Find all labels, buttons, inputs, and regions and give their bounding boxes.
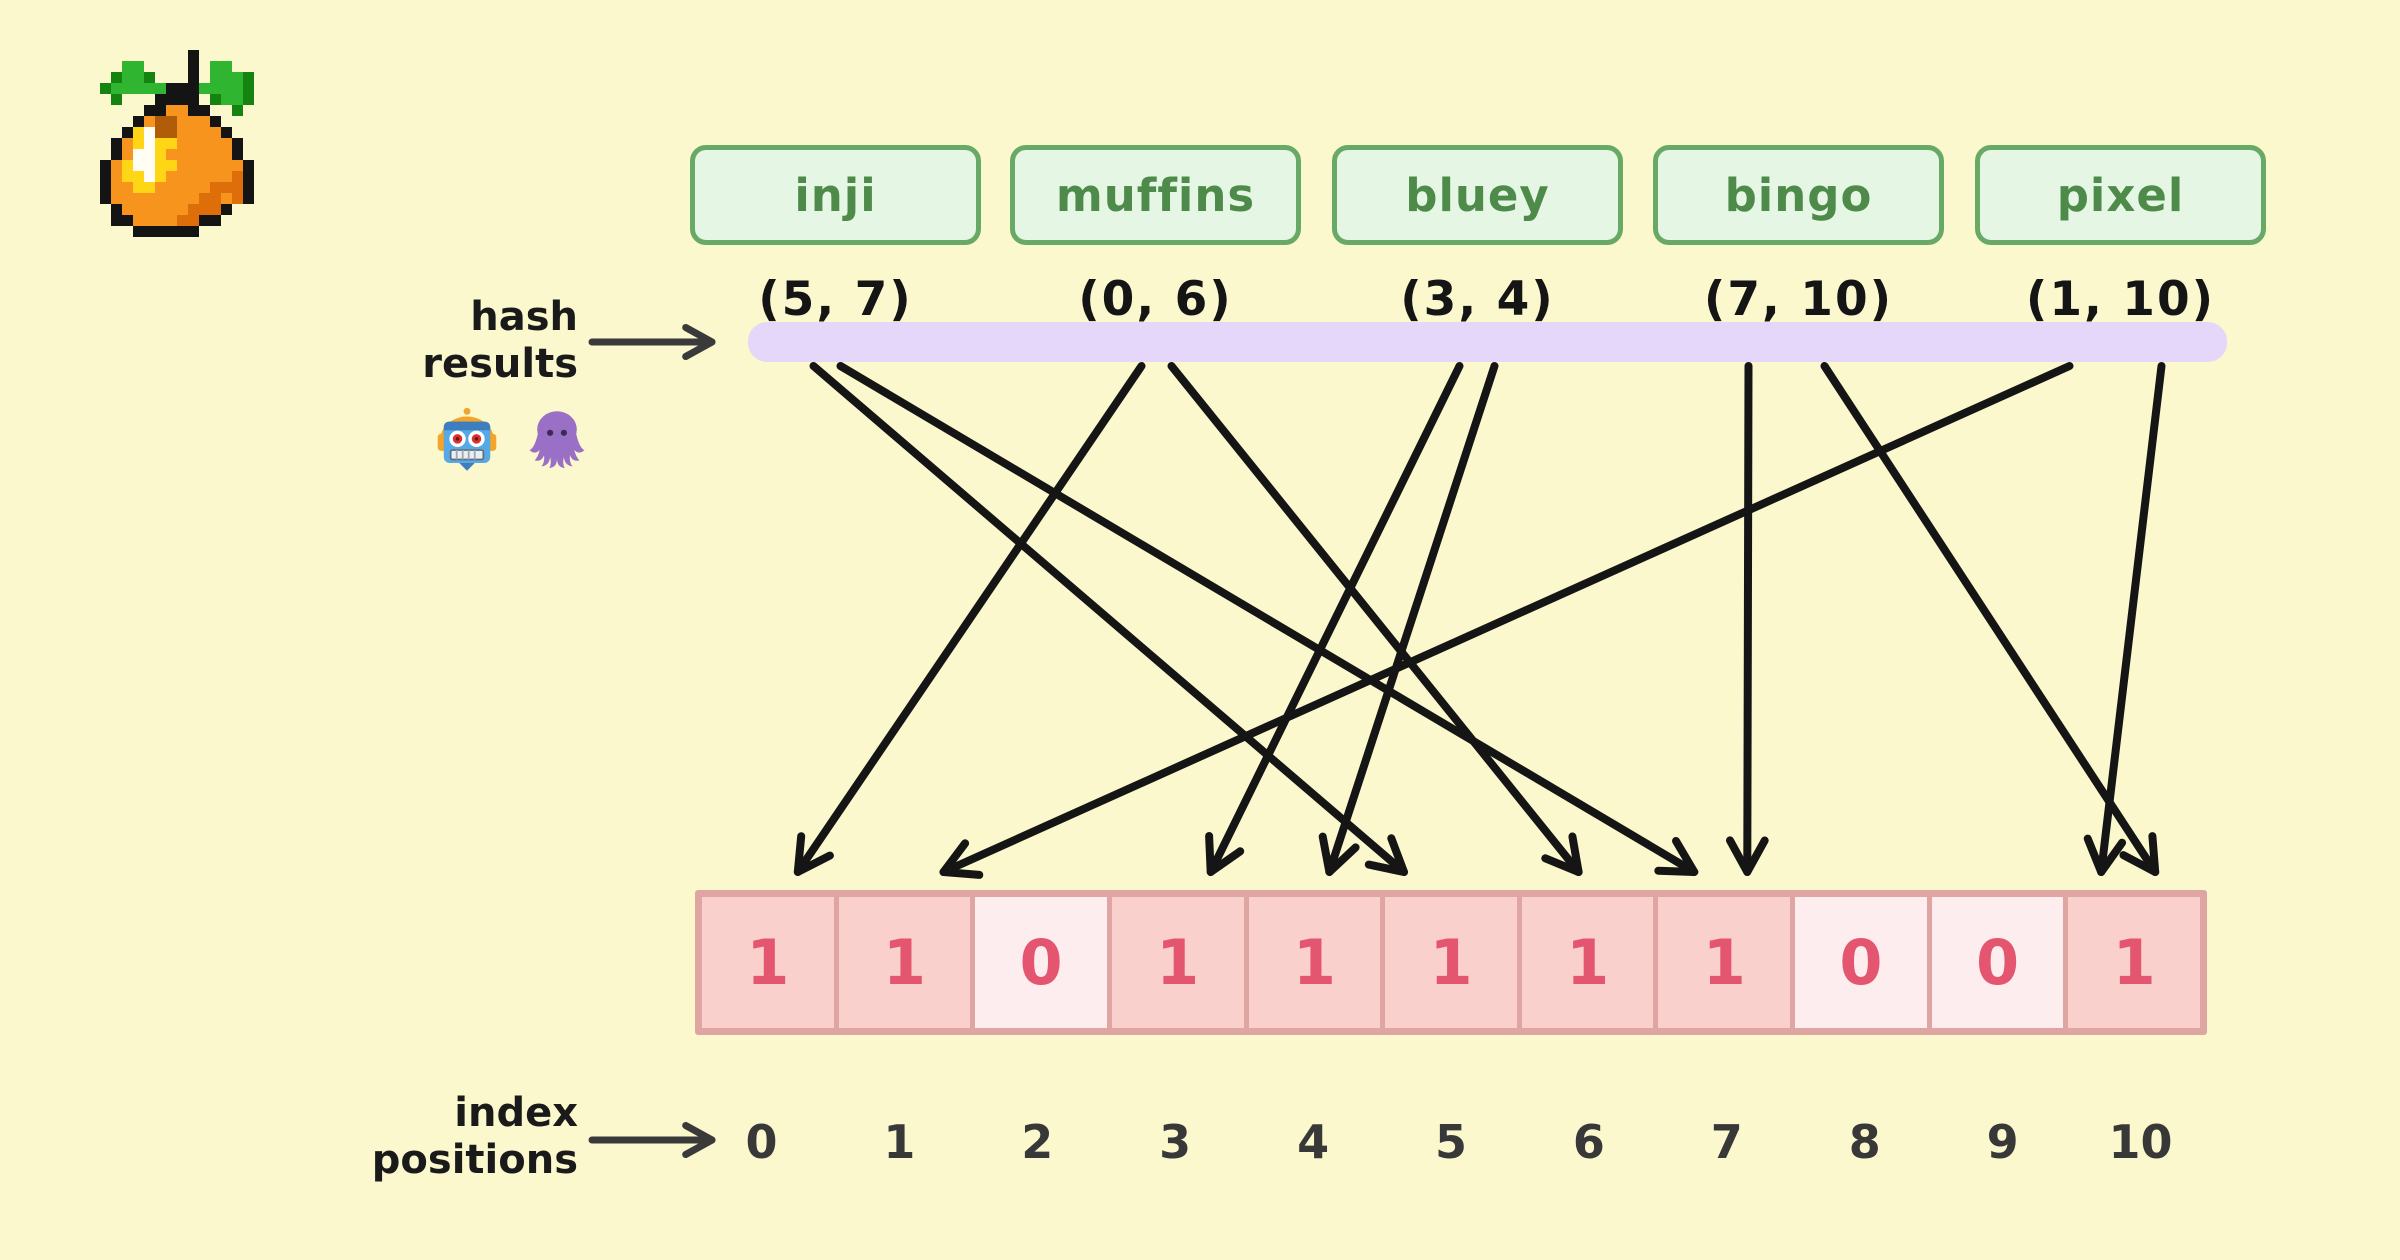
word-label: bingo bbox=[1724, 168, 1873, 222]
index-positions-label-line2: positions bbox=[371, 1137, 578, 1183]
hash-results-label-line2: results bbox=[422, 341, 578, 387]
robot-emoji bbox=[437, 407, 497, 471]
word-label: bluey bbox=[1405, 168, 1550, 222]
word-box-bingo: bingo bbox=[1653, 145, 1944, 245]
bit-cell-6: 1 bbox=[1521, 897, 1654, 1028]
bit-cell-2: 0 bbox=[975, 897, 1107, 1028]
hash-pair-label-pixel: (1, 10) bbox=[2025, 272, 2216, 327]
bit-cell-10: 1 bbox=[2068, 897, 2201, 1028]
bit-cell-9: 0 bbox=[1931, 897, 2064, 1028]
word-label: muffins bbox=[1055, 168, 1256, 222]
index-positions-label: index positions bbox=[300, 1090, 578, 1184]
bit-cell-8: 0 bbox=[1795, 897, 1927, 1028]
index-number-7: 7 bbox=[1710, 1115, 1743, 1169]
word-label: inji bbox=[794, 168, 877, 222]
index-number-2: 2 bbox=[1021, 1115, 1054, 1169]
index-number-1: 1 bbox=[883, 1115, 916, 1169]
hash-pair-label-bluey: (3, 4) bbox=[1400, 272, 1555, 327]
index-number-3: 3 bbox=[1159, 1115, 1192, 1169]
index-number-0: 0 bbox=[745, 1115, 778, 1169]
hash-function-emojis bbox=[436, 404, 588, 472]
word-box-bluey: bluey bbox=[1332, 145, 1623, 245]
bit-cell-1: 1 bbox=[838, 897, 971, 1028]
index-row: 0 1 2 3 4 5 6 7 8 9 10 bbox=[695, 1112, 2207, 1172]
word-label: pixel bbox=[2056, 168, 2185, 222]
hash-pair-label-inji: (5, 7) bbox=[758, 272, 913, 327]
index-number-9: 9 bbox=[1986, 1115, 2019, 1169]
hash-results-label: hash results bbox=[300, 294, 578, 388]
index-number-4: 4 bbox=[1297, 1115, 1330, 1169]
word-box-pixel: pixel bbox=[1975, 145, 2266, 245]
bit-cell-3: 1 bbox=[1111, 897, 1244, 1028]
index-number-10: 10 bbox=[2108, 1115, 2173, 1169]
bit-cell-0: 1 bbox=[702, 897, 834, 1028]
hash-results-label-line1: hash bbox=[470, 294, 578, 340]
index-number-5: 5 bbox=[1434, 1115, 1467, 1169]
hash-results-bar bbox=[748, 322, 2227, 362]
word-box-inji: inji bbox=[690, 145, 981, 245]
hash-pair-label-bingo: (7, 10) bbox=[1703, 272, 1894, 327]
bit-cell-7: 1 bbox=[1658, 897, 1791, 1028]
octopus-emoji bbox=[529, 411, 585, 469]
index-positions-label-line1: index bbox=[454, 1090, 578, 1136]
bit-cell-5: 1 bbox=[1385, 897, 1517, 1028]
word-box-muffins: muffins bbox=[1010, 145, 1301, 245]
bit-cell-4: 1 bbox=[1248, 897, 1381, 1028]
tangerine-pixel-art-logo-icon bbox=[100, 50, 254, 241]
index-number-8: 8 bbox=[1848, 1115, 1881, 1169]
hash-pair-label-muffins: (0, 6) bbox=[1078, 272, 1233, 327]
index-number-6: 6 bbox=[1572, 1115, 1605, 1169]
